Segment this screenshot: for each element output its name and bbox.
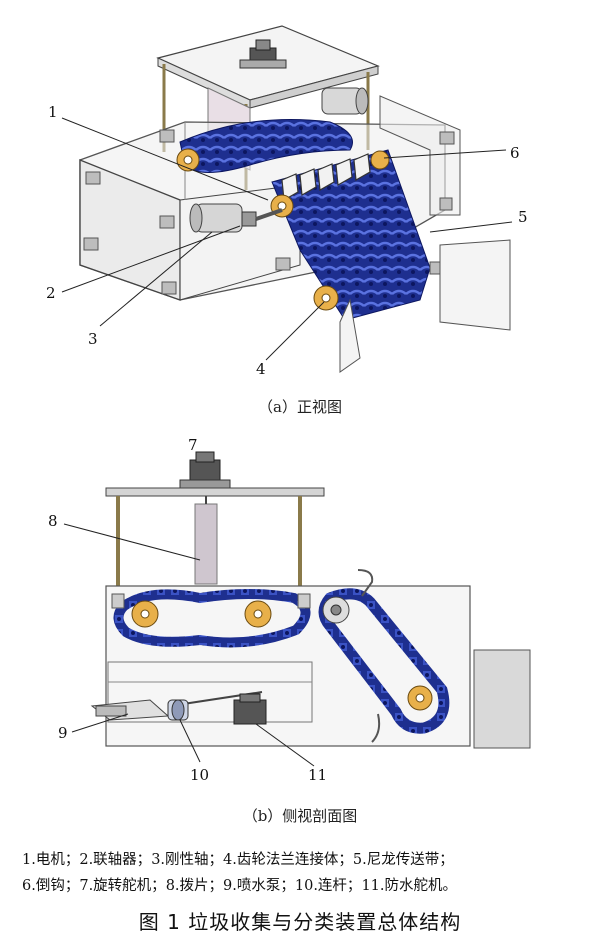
legend-item-10: 10.连杆； (294, 878, 362, 894)
motor-coupling-shaft (189, 203, 283, 233)
paddle (194, 503, 218, 585)
callout-3: 3 (88, 330, 98, 348)
waterproof-servo (233, 693, 267, 725)
callout-9: 9 (58, 724, 68, 742)
barbs (281, 153, 371, 201)
callouts-b (63, 523, 315, 767)
rotary-servo (179, 451, 231, 491)
legend-item-3: 3.刚性轴； (151, 852, 224, 868)
gear-middle (244, 600, 272, 628)
legend-line-2: 6.倒钩；7.旋转舵机；8.拨片；9.喷水泵；10.连杆；11.防水舵机。 (22, 874, 592, 899)
side-body (105, 585, 471, 747)
motor-upper (321, 87, 369, 115)
gear-flange-a2 (270, 194, 294, 218)
callout-1: 1 (48, 103, 58, 121)
legend-item-2: 2.联轴器； (79, 852, 152, 868)
legend-line-1: 1.电机；2.联轴器；3.刚性轴；4.齿轮法兰连接体；5.尼龙传送带； (22, 848, 592, 873)
callouts-a (61, 117, 513, 361)
callout-7: 7 (188, 436, 198, 454)
front-view-figure: 1 2 3 4 5 6 (0, 0, 600, 400)
side-section-figure: 7 8 9 10 11 (0, 430, 600, 800)
callout-2: 2 (46, 284, 56, 302)
callout-8: 8 (48, 512, 58, 530)
front-view-drawing: 1 2 3 4 5 6 (46, 25, 528, 378)
caption-front-view: （a）正视图 (258, 398, 342, 416)
legend-item-9: 9.喷水泵； (223, 878, 295, 894)
legend-item-7: 7.旋转舵机； (79, 878, 166, 894)
legend-item-6: 6.倒钩； (22, 878, 80, 894)
legend-item-1: 1.电机； (22, 852, 80, 868)
gear-lower-right (407, 685, 433, 711)
chain-loop-upper (113, 589, 311, 648)
legend-item-8: 8.拨片； (165, 878, 224, 894)
legend-item-11: 11.防水舵机。 (361, 878, 457, 894)
nylon-conveyor-belt-a (271, 149, 431, 321)
callout-5: 5 (518, 208, 528, 226)
side-section-drawing: 7 8 9 10 11 (48, 436, 531, 784)
figure-title: 图 1 垃圾收集与分类装置总体结构 (138, 910, 462, 934)
callout-4: 4 (256, 360, 266, 378)
chain-belt-inclined (318, 588, 450, 734)
legend-item-4: 4.齿轮法兰连接体； (223, 852, 353, 868)
gear-flange-a3 (313, 285, 339, 311)
rotary-servo-top (239, 39, 287, 69)
gear-left (131, 600, 159, 628)
callout-6: 6 (510, 144, 520, 162)
gear-flange-a4 (370, 150, 390, 170)
callout-10: 10 (190, 766, 209, 784)
side-top-plate (105, 487, 325, 497)
drive-pulley (322, 596, 350, 624)
link-motor (167, 699, 189, 721)
callout-11: 11 (308, 766, 327, 784)
caption-side-view: （b）侧视剖面图 (242, 807, 358, 825)
legend-item-5: 5.尼龙传送带； (352, 852, 454, 868)
